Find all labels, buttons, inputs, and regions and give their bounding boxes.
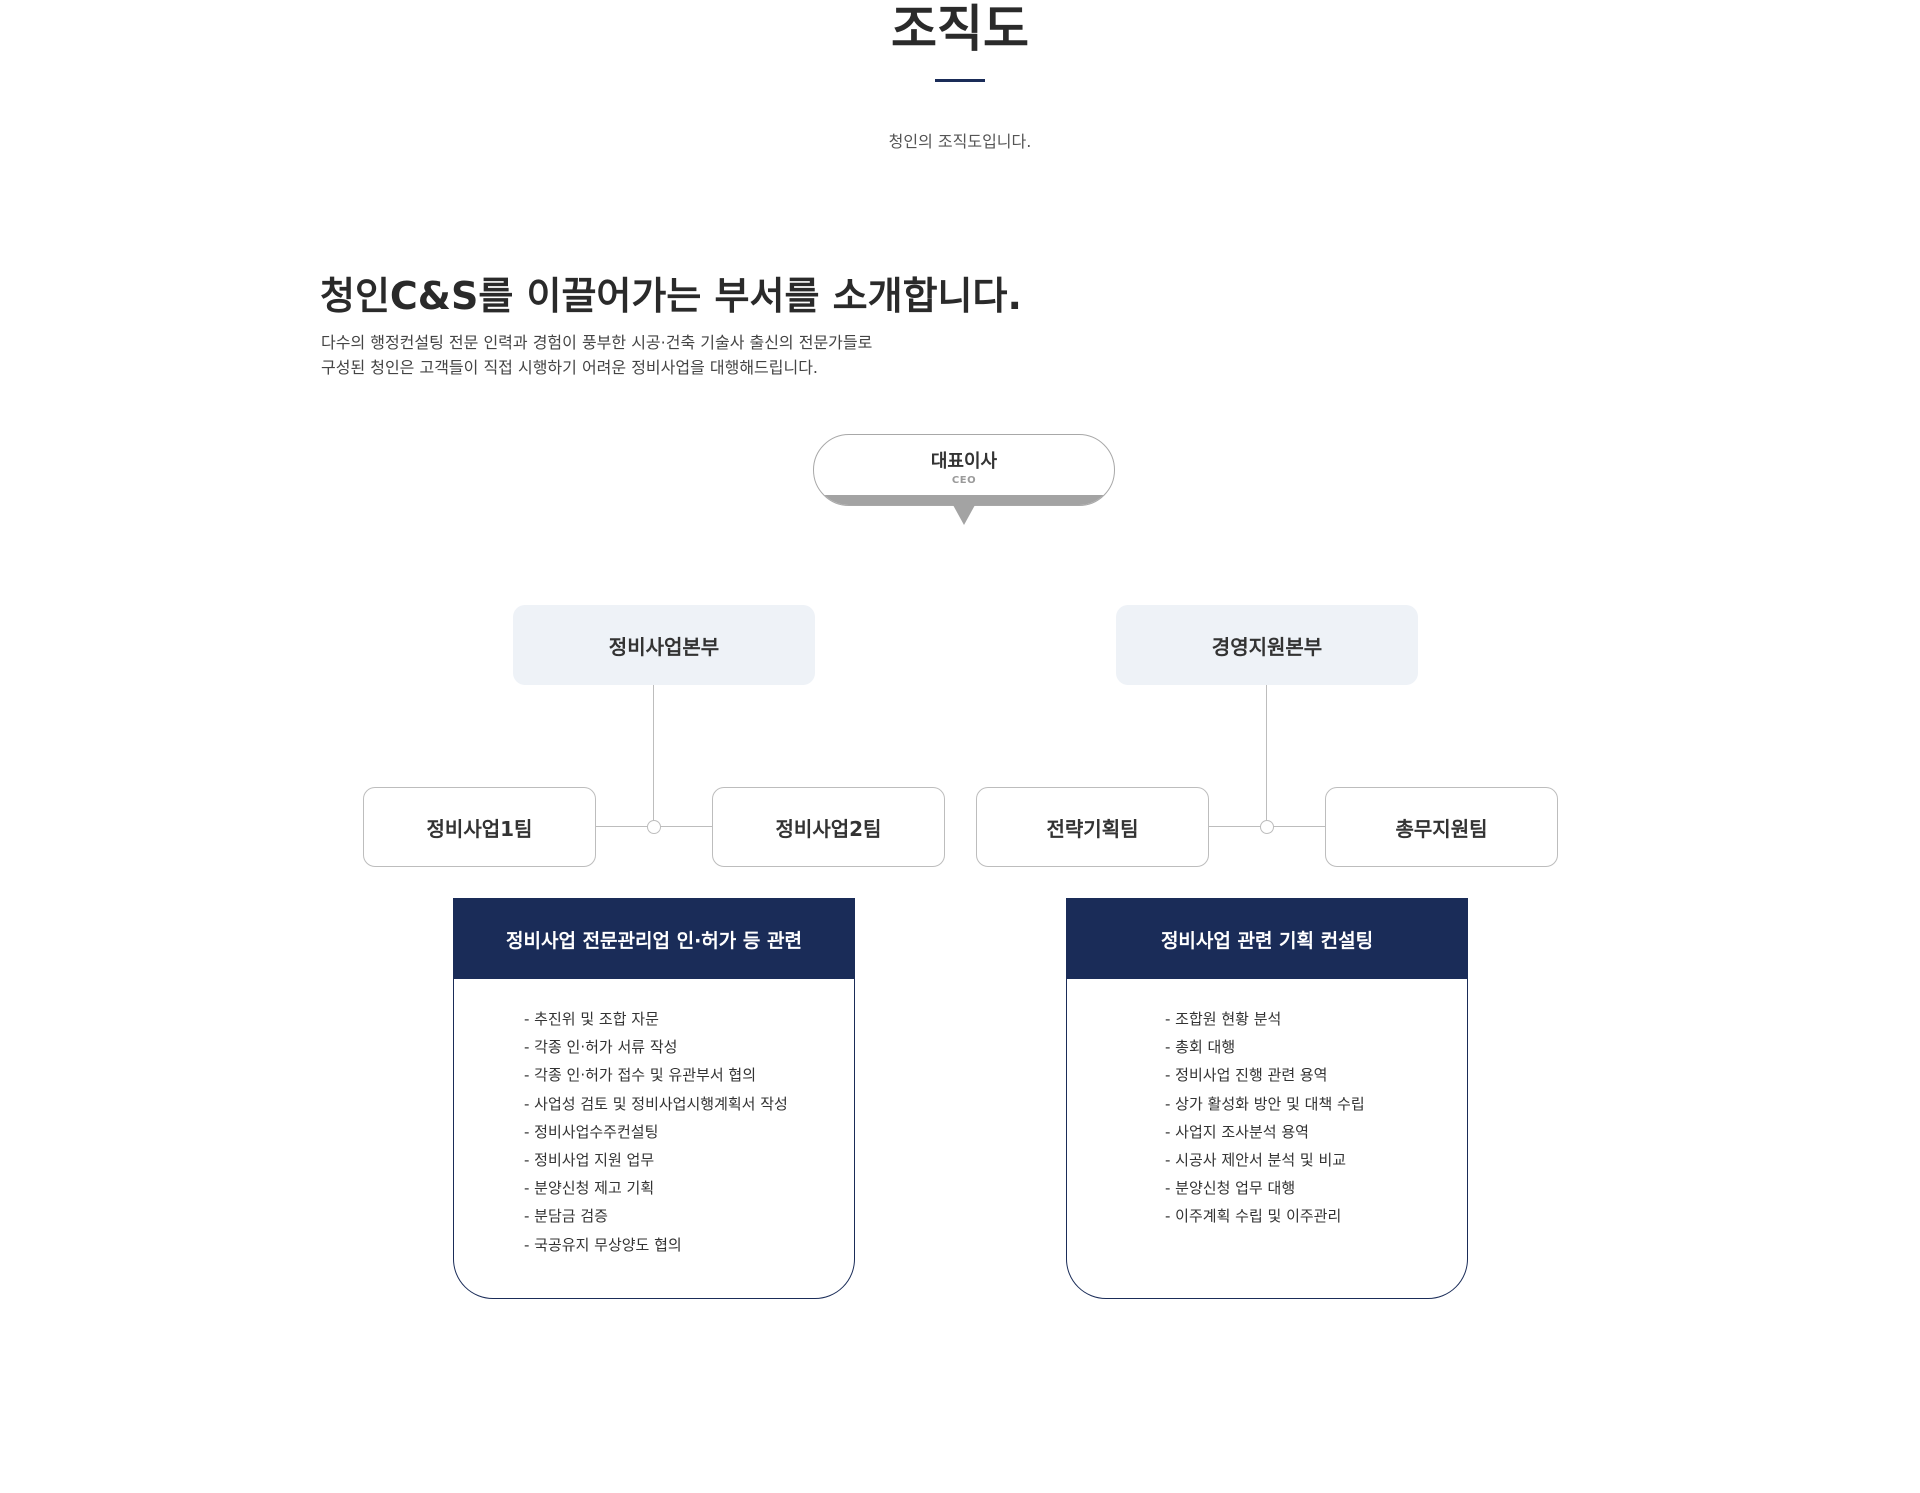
intro-heading: 청인C&S를 이끌어가는 부서를 소개합니다. [320, 274, 1022, 318]
intro-line: 구성된 청인은 고객들이 직접 시행하기 어려운 정비사업을 대행해드립니다. [321, 358, 819, 377]
duty-item: - 조합원 현황 분석 [1165, 1010, 1282, 1028]
duty-item: - 총회 대행 [1165, 1038, 1236, 1057]
duty-item: - 시공사 제안서 분석 및 비교 [1165, 1151, 1347, 1170]
duty-card-title: 정비사업 전문관리업 인·허가 등 관련 [454, 899, 854, 979]
duty-card-title: 정비사업 관련 기획 컨설팅 [1067, 899, 1467, 979]
duty-list: - 추진위 및 조합 자문 - 각종 인·허가 서류 작성 - 각종 인·허가 … [454, 979, 854, 1259]
duty-card: 정비사업 관련 기획 컨설팅 - 조합원 현황 분석 - 총회 대행 - 정비사… [1066, 898, 1468, 1299]
team-node: 전략기획팀 [976, 787, 1209, 867]
connector-vertical [653, 685, 654, 821]
duty-item: - 분담금 검증 [524, 1207, 608, 1226]
ceo-node: 대표이사 CEO [813, 434, 1115, 506]
intro-line: 다수의 행정컨설팅 전문 인력과 경험이 풍부한 시공·건축 기술사 출신의 전… [321, 333, 873, 352]
duty-item: - 정비사업수주컨설팅 [524, 1122, 659, 1141]
page-subtitle: 청인의 조직도입니다. [888, 132, 1032, 151]
intro-text: 다수의 행정컨설팅 전문 인력과 경험이 풍부한 시공·건축 기술사 출신의 전… [321, 330, 872, 380]
team-node: 총무지원팀 [1325, 787, 1558, 867]
duty-item: - 상가 활성화 방안 및 대책 수립 [1165, 1094, 1365, 1113]
division-node: 경영지원본부 [1116, 605, 1418, 685]
duty-item: - 분양신청 제고 기획 [524, 1179, 655, 1198]
connector-junction [647, 820, 661, 834]
ceo-subtitle: CEO [951, 475, 977, 486]
duty-item: - 국공유지 무상양도 협의 [524, 1235, 682, 1254]
page-title: 조직도 [891, 0, 1029, 58]
duty-item: - 사업지 조사분석 용역 [1165, 1122, 1309, 1141]
duty-list: - 조합원 현황 분석 - 총회 대행 - 정비사업 진행 관련 용역 - 상가… [1067, 979, 1467, 1231]
duty-item: - 분양신청 업무 대행 [1165, 1179, 1296, 1198]
ceo-pointer [953, 505, 975, 525]
duty-item: - 각종 인·허가 서류 작성 [524, 1038, 678, 1057]
title-divider [935, 79, 985, 82]
connector-vertical [1266, 685, 1267, 821]
division-node: 정비사업본부 [513, 605, 815, 685]
duty-item: - 정비사업 진행 관련 용역 [1165, 1066, 1328, 1085]
connector-junction [1260, 820, 1274, 834]
duty-item: - 정비사업 지원 업무 [524, 1151, 655, 1170]
duty-card: 정비사업 전문관리업 인·허가 등 관련 - 추진위 및 조합 자문 - 각종 … [453, 898, 855, 1299]
duty-item: - 각종 인·허가 접수 및 유관부서 협의 [524, 1066, 756, 1085]
ceo-title: 대표이사 [930, 451, 998, 472]
duty-item: - 사업성 검토 및 정비사업시행계획서 작성 [524, 1094, 788, 1113]
team-node: 정비사업1팀 [363, 787, 596, 867]
team-node: 정비사업2팀 [712, 787, 945, 867]
duty-item: - 추진위 및 조합 자문 [524, 1010, 659, 1028]
duty-item: - 이주계획 수립 및 이주관리 [1165, 1207, 1342, 1226]
